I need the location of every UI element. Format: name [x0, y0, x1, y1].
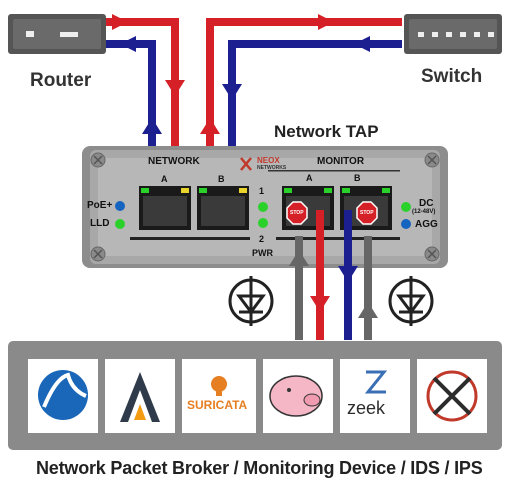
- network-section-label: NETWORK: [148, 156, 200, 167]
- monitor-port-a-label: A: [306, 173, 313, 183]
- diode-left-icon: [228, 276, 274, 326]
- zeek-text: zeek: [347, 398, 386, 418]
- brand-label: NEOX: [257, 156, 280, 165]
- monitor-header-line: [268, 170, 400, 172]
- path-arrowheads: [112, 14, 370, 134]
- dc-led-icon: [401, 202, 411, 212]
- dc-label: DC: [419, 198, 434, 209]
- poe-label: PoE+: [87, 200, 113, 211]
- tap-title: Network TAP: [274, 122, 379, 141]
- dc-range-label: (12-48V): [412, 209, 436, 215]
- led-1-icon: [258, 202, 268, 212]
- agg-label: AGG: [415, 219, 438, 230]
- port-b-label: B: [218, 174, 225, 184]
- red-traffic-path: [106, 18, 402, 205]
- snort-icon: [269, 375, 323, 417]
- stop-sign-left-icon: [286, 201, 308, 225]
- network-port-a: [139, 186, 191, 230]
- network-bracket: [130, 237, 250, 240]
- led-2-label: 2: [259, 234, 265, 244]
- monitor-port-b-label: B: [354, 173, 361, 183]
- stop-left-text: STOP: [290, 210, 304, 216]
- port-a-label: A: [161, 174, 168, 184]
- suricata-icon: [211, 376, 227, 396]
- monitor-arrowheads: [289, 250, 378, 318]
- led-2-icon: [258, 218, 268, 228]
- poe-led-icon: [115, 201, 125, 211]
- wireshark-icon: [38, 370, 88, 420]
- arkime-icon: [120, 372, 160, 422]
- suricata-text: SURICATA: [187, 398, 248, 412]
- router-device: [8, 14, 106, 54]
- lld-led-icon: [115, 219, 125, 229]
- led-1-label: 1: [259, 186, 265, 196]
- switch-label: Switch: [421, 66, 483, 87]
- network-port-b: [197, 186, 249, 230]
- security-onion-icon: [426, 370, 478, 422]
- brand-sub-label: NETWORKS: [257, 165, 287, 171]
- agg-led-icon: [401, 219, 411, 229]
- diode-right-icon: [388, 276, 434, 326]
- stop-right-text: STOP: [360, 210, 374, 216]
- monitor-section-label: MONITOR: [317, 156, 365, 167]
- neox-logo-icon: [240, 157, 252, 171]
- zeek-icon: [364, 370, 388, 394]
- switch-device: [404, 14, 502, 54]
- router-label: Router: [30, 70, 92, 91]
- pwr-label: PWR: [252, 248, 273, 258]
- stop-sign-right-icon: [356, 201, 378, 225]
- lld-label: LLD: [90, 218, 110, 229]
- monitor-bracket: [276, 237, 400, 240]
- footer-caption: Network Packet Broker / Monitoring Devic…: [36, 458, 483, 478]
